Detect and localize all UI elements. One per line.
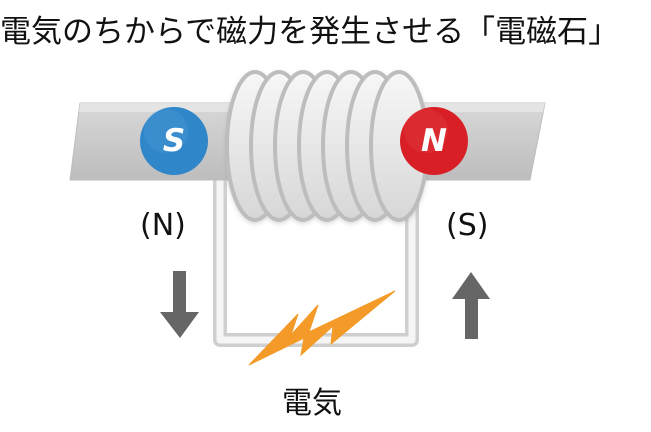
left-induced-pole-label: (N) [140, 208, 186, 243]
electricity-label: 電気 [282, 386, 342, 421]
lightning-icon [248, 290, 396, 366]
down-arrow-icon [160, 271, 199, 338]
right-induced-pole-label: (S) [446, 208, 489, 243]
coil [225, 70, 429, 222]
s-pole-badge-highlight [144, 109, 188, 153]
n-pole-label: N [421, 123, 447, 159]
up-arrow-icon [452, 272, 490, 339]
s-pole-label: S [163, 123, 185, 159]
n-pole-badge-highlight [404, 109, 448, 153]
page-title: 電気のちからで磁力を発生させる「電磁石」 [0, 14, 620, 50]
s-pole-badge [140, 107, 208, 175]
n-pole-badge [400, 107, 468, 175]
